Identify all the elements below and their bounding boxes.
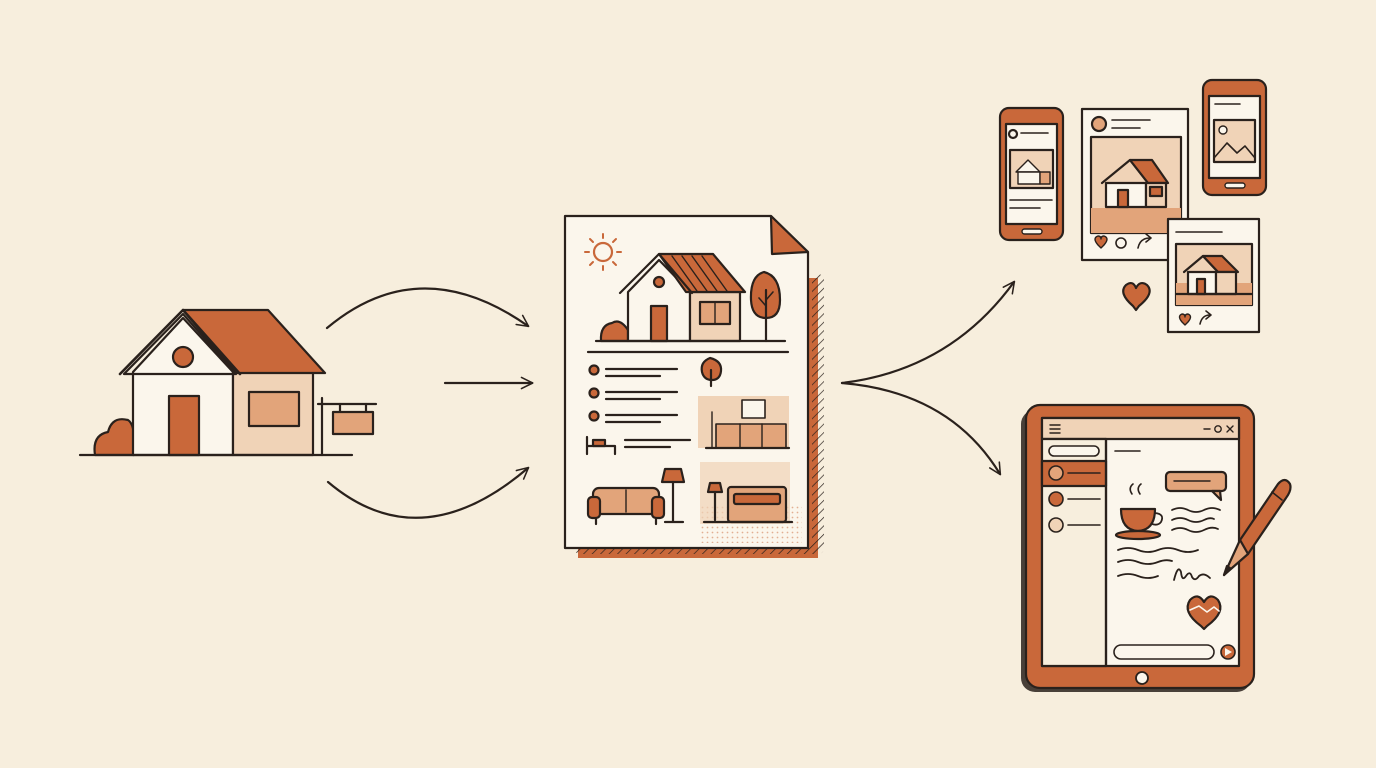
arrow-to-messaging: [840, 381, 1002, 476]
arrow-bottom: [326, 466, 530, 519]
chat-item: [1048, 517, 1101, 533]
share-icon: [1137, 233, 1152, 249]
arrows-to-outputs: [840, 280, 1016, 476]
close-icon: [1226, 425, 1234, 433]
chat-item: [1048, 491, 1101, 507]
tree-icon: [749, 270, 782, 343]
message-input: [1113, 644, 1215, 660]
listing-house-icon: [594, 252, 787, 343]
post-card-center: [1080, 107, 1190, 262]
handshake-heart-icon: [1186, 595, 1222, 631]
kitchen-photo: [698, 396, 791, 450]
phone-left-icon: [998, 106, 1065, 242]
bedroom-photo: [700, 462, 794, 524]
folded-corner: [769, 214, 810, 256]
sun-icon: [584, 233, 622, 271]
floor-lamp-icon: [660, 467, 686, 524]
menu-icon: [1049, 424, 1061, 434]
arrows-to-listing: [325, 287, 534, 519]
house-icon: [78, 308, 378, 457]
pen-icon: [1222, 478, 1292, 577]
bed-icon: [585, 435, 617, 456]
floating-heart-icon: [1122, 281, 1151, 312]
like-heart-icon: [1094, 235, 1108, 249]
sofa-icon: [586, 486, 666, 526]
post-card-bottom: [1166, 217, 1261, 334]
for-sale-sign: [331, 410, 375, 436]
arrow-to-social: [840, 280, 1016, 385]
bush-icon: [93, 418, 136, 457]
signature-icon: [1173, 568, 1211, 581]
social-media-posts-icon: [998, 78, 1268, 334]
arrow-top: [325, 287, 530, 330]
listing-document-icon: [563, 214, 824, 558]
phone-right-icon: [1201, 78, 1268, 197]
message-bubble: [1164, 470, 1228, 502]
message-text-lines: [1117, 507, 1221, 579]
comment-icon: [1115, 237, 1127, 249]
small-tree-icon: [700, 356, 723, 388]
restore-icon: [1214, 425, 1222, 433]
coffee-cup-icon: [1114, 483, 1164, 541]
home-button: [1135, 671, 1149, 685]
feature-list: [585, 350, 790, 456]
tablet-messaging-icon: [1021, 403, 1256, 692]
